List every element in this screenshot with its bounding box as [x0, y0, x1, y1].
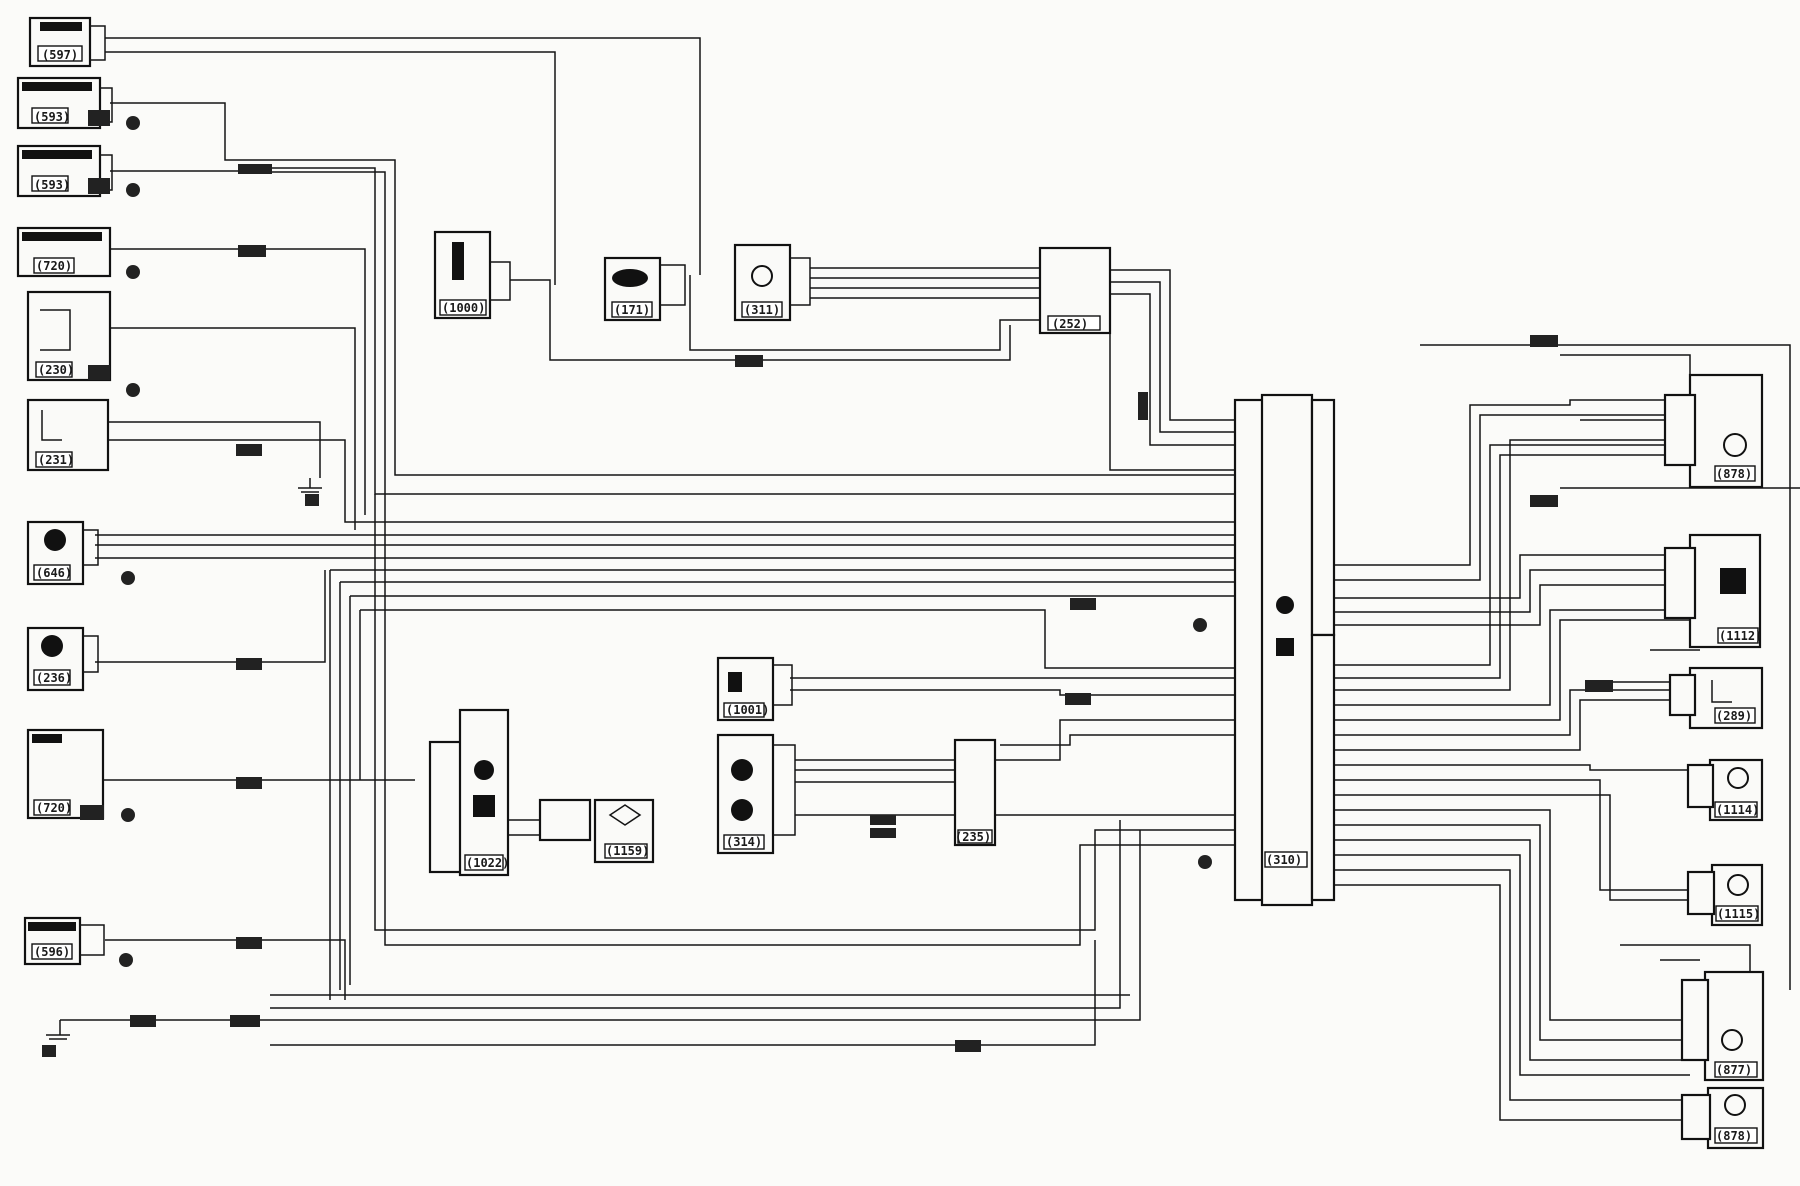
component-c26[interactable]: (877) [1680, 970, 1765, 1082]
motor-icon [1721, 1029, 1743, 1051]
component-c2[interactable]: (593) [16, 76, 113, 130]
lamp-icon [731, 799, 753, 821]
component-c1[interactable]: (597) [28, 16, 106, 68]
component-c15[interactable]: (1001) [716, 656, 793, 722]
component-c14[interactable]: (252) [1038, 246, 1112, 335]
component-c21[interactable]: (878) [1663, 373, 1764, 489]
switch-icon [40, 309, 71, 351]
sensor-icon [474, 760, 494, 780]
switch-icon [1720, 568, 1746, 594]
svg-text:(1001): (1001) [726, 703, 769, 717]
svg-text:(1115): (1115) [1717, 907, 1760, 921]
sensor-icon [751, 265, 773, 287]
component-c18[interactable]: (1159) [538, 798, 655, 864]
sensor-icon [44, 529, 66, 551]
svg-text:(597): (597) [42, 48, 78, 62]
svg-text:(1022): (1022) [466, 856, 509, 870]
svg-text:(593): (593) [34, 110, 70, 124]
component-c10[interactable]: (596) [23, 916, 105, 966]
component-c9[interactable]: (720) [26, 728, 105, 820]
component-c23[interactable]: (289) [1668, 666, 1764, 730]
svg-text:(230): (230) [38, 363, 74, 377]
fuse-icon [22, 232, 102, 241]
fuse-icon [22, 150, 92, 159]
svg-text:(231): (231) [38, 453, 74, 467]
sensor-icon [612, 269, 648, 287]
component-c17[interactable]: (1022) [428, 708, 509, 877]
fuse-icon [28, 922, 76, 931]
component-c20[interactable]: (310) [1233, 393, 1336, 907]
motor-icon [1727, 874, 1749, 896]
fuse-icon [22, 82, 92, 91]
component-c8[interactable]: (236) [26, 626, 99, 692]
switch-icon [1711, 680, 1732, 703]
svg-text:(310): (310) [1266, 853, 1302, 867]
svg-text:(252): (252) [1052, 317, 1088, 331]
svg-text:(1000): (1000) [442, 301, 485, 315]
switch-icon [728, 672, 742, 692]
component-c25[interactable]: (1115) [1686, 863, 1764, 927]
component-c13[interactable]: (311) [733, 243, 811, 322]
component-c12[interactable]: (171) [603, 256, 686, 322]
svg-text:(877): (877) [1716, 1063, 1752, 1077]
component-c3[interactable]: (593) [16, 144, 113, 198]
svg-text:(1114): (1114) [1716, 803, 1759, 817]
switch-icon [41, 410, 62, 441]
component-c11[interactable]: (1000) [433, 230, 511, 320]
svg-text:(171): (171) [614, 303, 650, 317]
component-c5[interactable]: (230) [26, 290, 112, 382]
wire-network [60, 37, 1800, 1121]
component-c19[interactable]: (235) [953, 738, 997, 847]
sensor-icon [41, 635, 63, 657]
component-c7[interactable]: (646) [26, 520, 99, 586]
component-c24[interactable]: (1114) [1686, 758, 1764, 822]
svg-text:(1112): (1112) [1719, 629, 1762, 643]
note-markers [119, 116, 1212, 967]
splice-tags [130, 164, 1613, 1052]
svg-text:(235): (235) [955, 830, 991, 844]
svg-text:(236): (236) [36, 671, 72, 685]
switch-icon [32, 734, 62, 743]
switch-icon [452, 242, 464, 280]
svg-text:(596): (596) [34, 945, 70, 959]
svg-text:(311): (311) [744, 303, 780, 317]
motor-icon [1724, 1094, 1746, 1116]
svg-text:(878): (878) [1716, 467, 1752, 481]
svg-text:(1159): (1159) [606, 844, 649, 858]
ground-icon [42, 478, 322, 1057]
svg-text:(314): (314) [726, 835, 762, 849]
svg-text:(878): (878) [1716, 1129, 1752, 1143]
svg-text:(720): (720) [36, 259, 72, 273]
svg-text:(646): (646) [36, 566, 72, 580]
component-c22[interactable]: (1112) [1663, 533, 1762, 649]
svg-text:(289): (289) [1716, 709, 1752, 723]
svg-text:(720): (720) [36, 801, 72, 815]
component-c27[interactable]: (878) [1680, 1086, 1765, 1150]
motor-icon [1727, 767, 1749, 789]
component-c6[interactable]: (231) [26, 398, 110, 472]
lamp-icon [731, 759, 753, 781]
motor-icon [1723, 433, 1747, 457]
component-c4[interactable]: (720) [16, 226, 112, 278]
sensor-icon [1276, 596, 1294, 614]
svg-text:(593): (593) [34, 178, 70, 192]
sensor-icon [608, 804, 642, 826]
fuse-icon [40, 22, 82, 31]
component-c16[interactable]: (314) [716, 733, 796, 855]
